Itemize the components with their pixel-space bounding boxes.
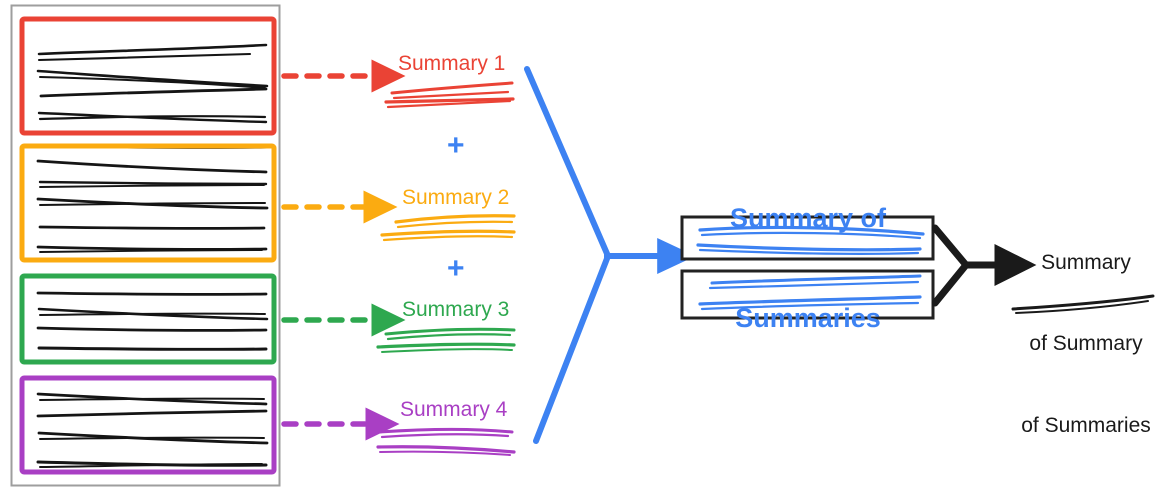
summary-4-squiggle (376, 427, 516, 456)
merge-arrow-black (931, 224, 970, 307)
chunk-purple-text-lines (36, 392, 269, 468)
summary-3-squiggle (376, 327, 516, 353)
chunk-box-red (19, 16, 277, 149)
chunk-orange-text-lines (36, 159, 269, 253)
final-line-2: of Summary (1029, 332, 1143, 356)
summary-2-label: Summary 2 (402, 186, 510, 209)
chunk-box-purple (19, 375, 277, 475)
final-line-1: Summary (1041, 250, 1131, 274)
summary-of-summaries-title: Summary of Summaries (672, 135, 944, 403)
sos-title-line-2: Summaries (735, 303, 881, 334)
summary-1-squiggle (384, 81, 515, 109)
final-output-title: Summary of Summary of Summaries (1006, 194, 1166, 494)
summary-1-label: Summary 1 (398, 52, 506, 75)
final-output-squiggle (1011, 294, 1155, 314)
plus-sign-1: + (447, 129, 465, 162)
sos-box-1 (680, 215, 935, 261)
chunk-box-orange (19, 143, 277, 263)
sos-title-line-1: Summary of (729, 202, 887, 233)
final-line-3: of Summaries (1021, 414, 1151, 438)
summary-3-label: Summary 3 (402, 298, 510, 321)
summary-4-label: Summary 4 (400, 398, 508, 421)
merge-arrow-blue (524, 66, 611, 444)
summary-2-squiggle (380, 214, 516, 242)
chunk-box-green (19, 273, 277, 365)
plus-sign-2: + (447, 252, 465, 285)
chunk-green-text-lines (36, 291, 269, 351)
sos-box-2 (680, 269, 935, 320)
source-document-outline (10, 4, 281, 487)
